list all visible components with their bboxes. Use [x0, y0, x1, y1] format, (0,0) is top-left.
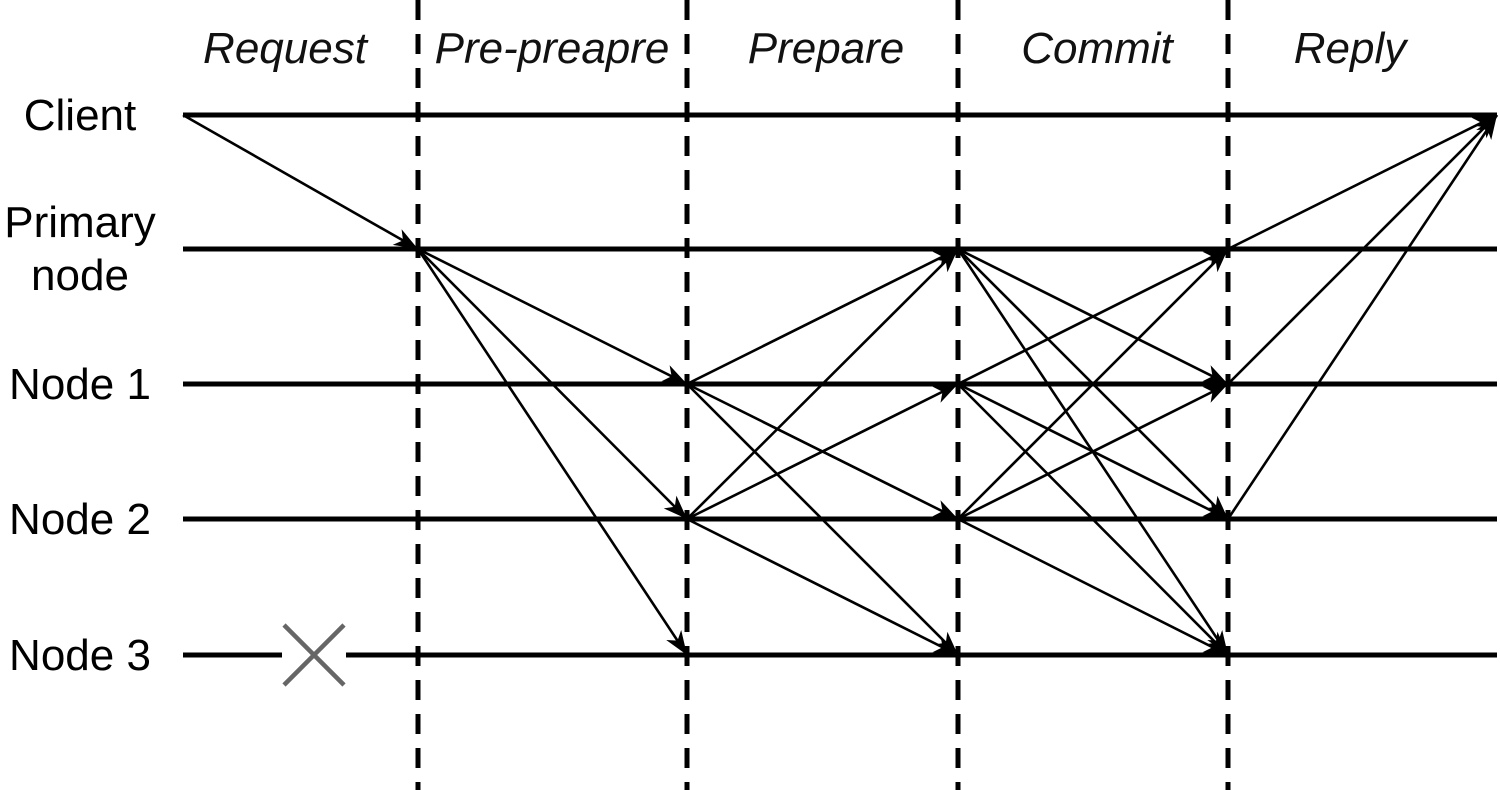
arrow-prepare-node2-to-node1-arrowhead: [932, 384, 958, 403]
arrow-prepare-node2-to-node3: [686, 517, 959, 657]
arrow-request-client-to-primary: [182, 113, 419, 251]
arrow-prepare-node1-to-primary: [686, 247, 959, 386]
arrow-commit-node2-to-node1-line: [957, 382, 1229, 521]
arrow-reply-node1-to-client-line: [1227, 114, 1498, 385]
arrow-commit-node2-to-node3-line: [957, 517, 1229, 657]
arrow-prepare-node2-to-node3-line: [686, 517, 959, 657]
node-label-node2: Node 2: [9, 495, 151, 544]
arrow-reply-node2-to-client-arrowhead: [1476, 115, 1497, 140]
arrow-reply-primary-to-client: [1227, 113, 1498, 251]
node-label-node3: Node 3: [9, 631, 151, 680]
node-label-client: Client: [24, 91, 137, 140]
node-label-node1: Node 1: [9, 360, 151, 409]
arrow-reply-primary-to-client-line: [1227, 113, 1498, 251]
phase-label-prepare: Prepare: [748, 24, 905, 73]
arrow-prepare-node2-to-primary-arrowhead: [934, 249, 958, 273]
phase-label-pre-preapre: Pre-preapre: [435, 24, 670, 73]
arrow-pre-preapre-primary-to-node3-arrowhead: [666, 630, 687, 655]
arrow-prepare-node2-to-node3-arrowhead: [932, 636, 958, 655]
arrow-commit-node2-to-node1: [957, 382, 1229, 521]
arrow-commit-node1-to-primary-line: [957, 247, 1229, 386]
arrow-pre-preapre-primary-to-node1-arrowhead: [661, 365, 687, 384]
arrow-commit-node2-to-primary-line: [957, 248, 1229, 520]
arrow-commit-primary-to-node1-arrowhead: [1202, 365, 1228, 384]
node-timelines: [183, 112, 1497, 658]
phase-dividers: [415, 0, 1231, 790]
phase-label-reply: Reply: [1294, 24, 1409, 73]
arrow-prepare-node2-to-primary-line: [686, 248, 959, 520]
message-arrows: [182, 113, 1499, 657]
arrow-request-client-to-primary-arrowhead: [392, 229, 418, 249]
arrow-pre-preapre-primary-to-node1: [417, 247, 688, 386]
cross-icon-stroke-2: [282, 623, 346, 687]
arrow-commit-node2-to-primary: [957, 248, 1229, 520]
arrow-commit-node1-to-node3-line: [957, 383, 1229, 656]
node-label-primary-line-1: Primary: [4, 198, 156, 247]
arrow-prepare-node2-to-primary: [686, 248, 959, 520]
arrow-commit-node2-to-node1-arrowhead: [1202, 384, 1228, 403]
node-label-primary-line-2: node: [31, 251, 129, 300]
arrow-commit-node2-to-node3: [957, 517, 1229, 657]
arrow-prepare-node2-to-node1-line: [686, 382, 959, 521]
phase-label-commit: Commit: [1021, 24, 1174, 73]
phase-labels: Request Pre-preapre Prepare Commit Reply: [203, 24, 1409, 73]
arrow-reply-node2-to-client: [1226, 114, 1499, 520]
phase-label-request: Request: [203, 24, 369, 73]
arrow-pre-preapre-primary-to-node2-line: [417, 248, 688, 520]
arrow-prepare-node1-to-primary-line: [686, 247, 959, 386]
cross-icon: [282, 623, 346, 687]
arrow-pre-preapre-primary-to-node3: [416, 248, 689, 656]
arrow-commit-node2-to-primary-arrowhead: [1204, 249, 1228, 273]
arrow-request-client-to-primary-line: [182, 113, 419, 251]
arrow-prepare-node2-to-node1: [686, 382, 959, 521]
arrow-commit-node1-to-node2-arrowhead: [1202, 500, 1228, 519]
arrow-pre-preapre-primary-to-node3-line: [416, 248, 689, 656]
arrow-commit-node2-to-node3-arrowhead: [1202, 636, 1228, 655]
arrow-pre-preapre-primary-to-node2: [417, 248, 688, 520]
arrow-reply-node2-to-client-line: [1226, 114, 1499, 520]
arrow-pre-preapre-primary-to-node1-line: [417, 247, 688, 386]
arrow-prepare-node1-to-node3-line: [686, 383, 959, 656]
arrow-prepare-node1-to-node2-arrowhead: [932, 500, 958, 519]
arrow-pre-preapre-primary-to-node2-arrowhead: [663, 495, 687, 519]
